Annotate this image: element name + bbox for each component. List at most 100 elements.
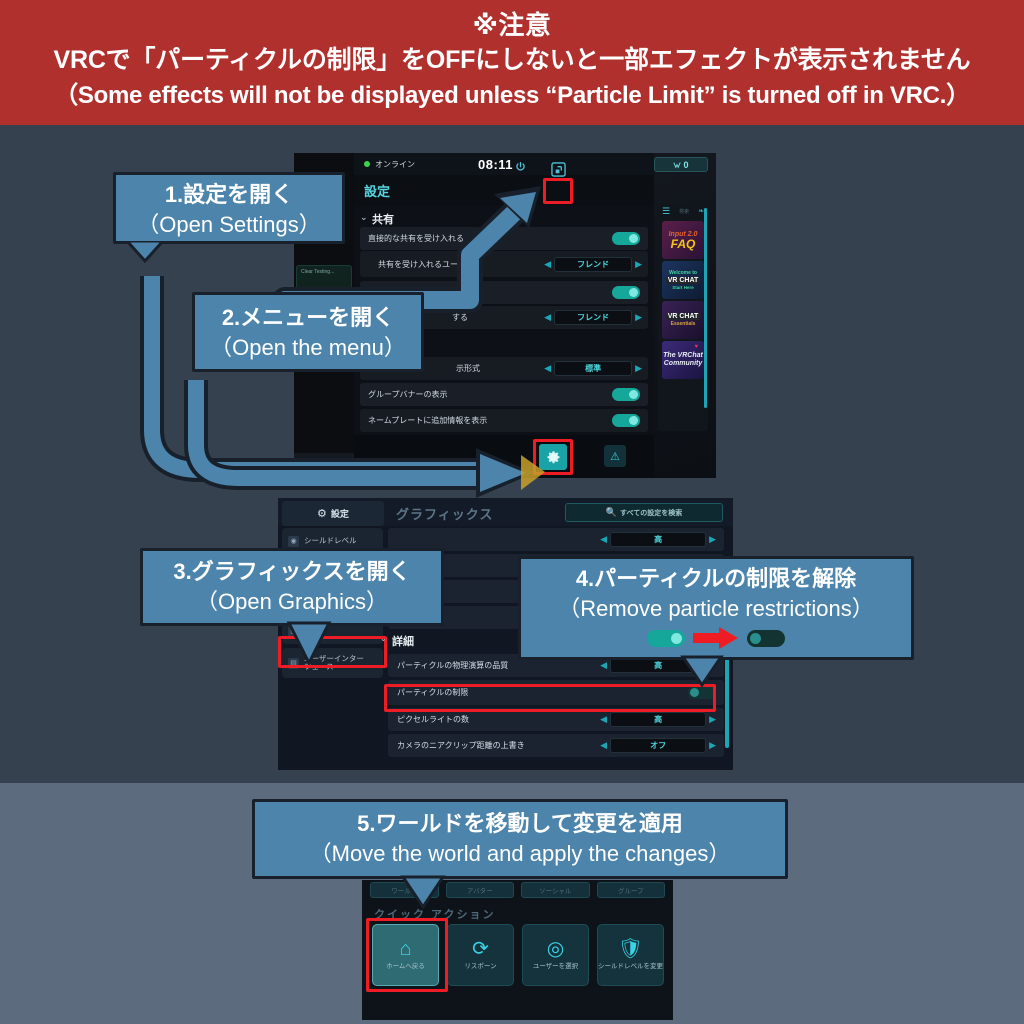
chevron-left-icon[interactable]: ◀ [544,258,552,269]
toggle-switch[interactable] [612,232,640,245]
row-label: 示形式 [456,364,480,373]
banner-card[interactable]: VR CHAT Essentials [662,301,704,339]
stepper-control[interactable]: ◀ フレンド ▶ [544,310,642,325]
banner-line-1: Welcome to [669,270,697,276]
chevron-right-icon[interactable]: ▶ [635,312,642,322]
callout-step-4-jp: 4.パーティクルの制限を解除 [575,566,857,591]
callout-step-2-en: （Open the menu） [210,335,406,360]
tab-avatar[interactable]: アバター [445,882,514,898]
stepper-value: オフ [610,738,707,753]
chevron-left-icon[interactable]: ◀ [600,740,608,750]
settings-scrollbar[interactable] [725,648,729,748]
banner-line-2: Community [663,360,703,367]
chevron-left-icon[interactable]: ◀ [600,534,608,544]
toggle-switch[interactable] [612,388,640,401]
setting-row-near-clip[interactable]: カメラのニアクリップ距離の上書き ◀ オフ ▶ [388,734,724,757]
row-label: 直接的な共有を受け入れる [368,234,464,243]
search-input[interactable]: 🔍 すべての設定を検索 [565,503,723,522]
callout-step-4-en: （Remove particle restrictions） [558,596,874,621]
quick-action-label: ユーザーを選択 [532,963,579,971]
shield-icon: 🛡 [617,938,644,961]
home-icon: ⌂ [399,938,412,961]
vrchat-icon [673,161,682,169]
stepper-control[interactable]: ◀ 高 ▶ [600,712,716,727]
banner-line-2: VR CHAT [665,313,701,320]
chevron-left-icon[interactable]: ◀ [544,363,552,373]
toggle-switch[interactable] [612,286,640,299]
toggle-demo-on [647,629,685,647]
quick-action-change-shield-level[interactable]: 🛡 シールドレベルを変更 [597,924,664,986]
quick-action-respawn[interactable]: ⟳ リスポーン [447,924,514,986]
toggle-switch-particle-limit[interactable] [688,686,716,699]
tab-label: 設定 [330,509,349,519]
side-search-label[interactable]: 検索 [679,208,690,215]
tab-social[interactable]: ソーシャル [521,882,590,898]
power-icon[interactable] [514,161,527,177]
settings-header: 設定 [354,175,654,205]
banner-card[interactable]: Input 2.0 FAQ [662,221,704,259]
tab-settings[interactable]: ⚙ 設定 [282,501,384,526]
respawn-icon: ⟳ [472,938,489,961]
banner-card[interactable]: ♥ The VRChat Community [662,341,704,379]
callout-step-3-jp: 3.グラフィックスを開く [173,559,411,584]
banner-line-2: VR CHAT [665,277,701,284]
stepper-control[interactable]: ◀ 標準 ▶ [544,361,642,376]
quick-actions-grid: ⌂ ホームへ戻る ⟳ リスポーン ◎ ユーザーを選択 🛡 シールドレベルを変更 [372,924,664,986]
gear-icon: ⚙ [317,508,327,520]
banner-card[interactable]: Welcome to VR CHAT Start Here [662,261,704,299]
stepper-control[interactable]: ◀ オフ ▶ [600,738,716,753]
callout-step-3: 3.グラフィックスを開く （Open Graphics） [140,548,444,626]
callout-step-5: 5.ワールドを移動して変更を適用 （Move the world and app… [252,799,788,879]
online-dot-icon [364,161,370,167]
callout-step-5-tail [400,875,446,909]
search-placeholder: すべての設定を検索 [619,509,683,517]
sidebar-item-label: シールドレベル [304,536,357,545]
chevron-left-icon[interactable]: ◀ [544,312,552,322]
quick-action-go-home[interactable]: ⌂ ホームへ戻る [372,924,439,986]
setting-row[interactable]: 直接的な共有を受け入れる [360,227,648,250]
quick-action-label: ホームへ戻る [386,963,425,971]
section-header: ⌄ 詳細 [380,634,414,648]
warning-icon[interactable]: ⚠ [604,445,626,467]
callout-step-5-en: （Move the world and apply the changes） [309,841,731,866]
tab-group[interactable]: グループ [596,882,665,898]
clock-label: 08:11 [478,156,514,172]
setting-row[interactable]: ◀ 高 ▶ [388,528,724,551]
row-label: カメラのニアクリップ距離の上書き [397,741,525,750]
callout-step-3-tail [286,621,332,665]
stepper-control[interactable]: ◀ フレンド ▶ [544,256,642,272]
side-panel-scrollbar[interactable] [704,208,707,408]
row-label: 共有を受け入れるユーザー [378,259,474,269]
quick-action-label: リスポーン [464,963,497,971]
player-count-pill: 0 [654,157,708,172]
leaf-icon[interactable]: ❧ [698,208,704,215]
setting-row-pixel-lights[interactable]: ピクセルライトの数 ◀ 高 ▶ [388,708,724,731]
banner-line-1: Input 2.0 [668,230,698,238]
row-label: パーティクルの物理演算の品質 [397,661,509,670]
presence-label: オンライン [375,159,415,169]
chevron-down-icon: ⌄ [360,212,368,222]
chevron-right-icon[interactable]: ▶ [635,363,642,373]
setting-row[interactable]: グループバナーの表示 [360,383,648,406]
stepper-value: フレンド [554,310,633,325]
side-panel-header: ☰ 検索 ❧ [658,203,708,219]
chevron-left-icon[interactable]: ◀ [600,714,608,724]
toggle-switch[interactable] [612,414,640,427]
chevron-right-icon[interactable]: ▶ [635,258,642,269]
hamburger-icon[interactable]: ☰ [662,205,671,216]
sidebar-item-user-interface[interactable]: ▤ ユーザーインターフェース [282,648,383,678]
setting-row[interactable]: ネームプレートに追加情報を表示 [360,409,648,432]
callout-step-4-tail [680,655,724,687]
stepper-control[interactable]: ◀ 高 ▶ [600,532,716,547]
setting-row[interactable]: 共有を受け入れるユーザー ◀ フレンド ▶ [360,251,648,277]
chevron-right-icon[interactable]: ▶ [709,714,716,724]
notice-line-2: VRCで「パーティクルの制限」をOFFにしないと一部エフェクトが表示されません [53,46,971,74]
expand-icon[interactable] [548,159,568,179]
chevron-right-icon[interactable]: ▶ [709,534,716,544]
chevron-left-icon[interactable]: ◀ [600,660,608,670]
stepper-value: 高 [610,532,707,547]
screenshot-quick-actions: ワールド アバター ソーシャル グループ クイック アクション ⌂ ホームへ戻る… [362,880,673,1020]
quick-action-select-user[interactable]: ◎ ユーザーを選択 [522,924,589,986]
page-title: 設定 [364,183,391,199]
chevron-right-icon[interactable]: ▶ [709,740,716,750]
